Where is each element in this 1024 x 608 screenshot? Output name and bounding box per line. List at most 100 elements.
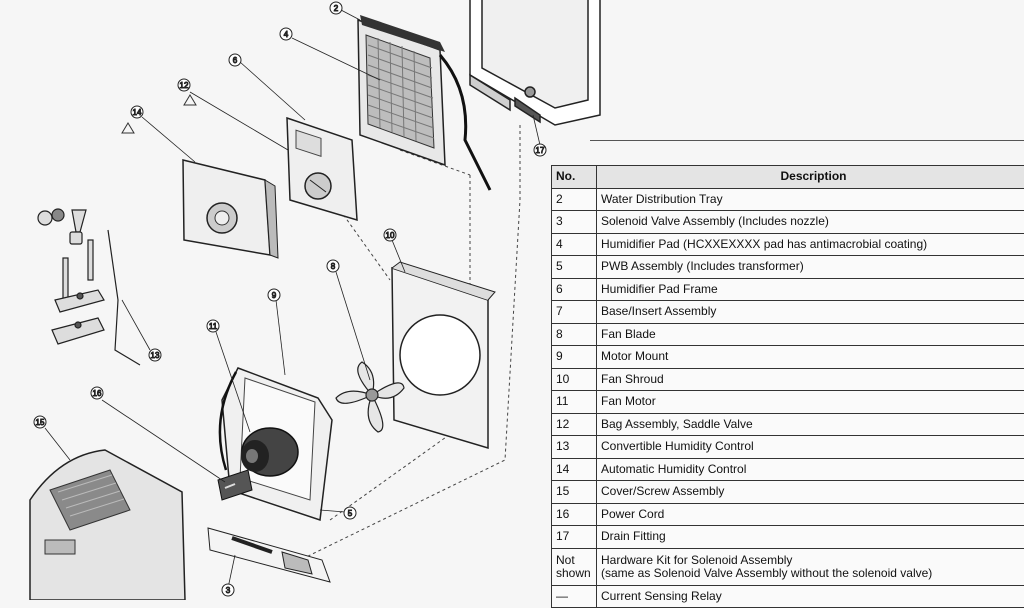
callout-2: 2 — [330, 2, 342, 14]
part-description: Motor Mount — [597, 346, 1024, 369]
shown-label: shown — [556, 566, 591, 580]
callout-14: 14 — [131, 106, 143, 118]
callout-16: 16 — [91, 387, 103, 399]
part-description: Power Cord — [597, 503, 1024, 526]
part-number: 3 — [552, 211, 597, 234]
svg-text:3: 3 — [226, 586, 231, 595]
description-column-header: Description — [597, 166, 1024, 189]
part-number: 16 — [552, 503, 597, 526]
part-description: Convertible Humidity Control — [597, 436, 1024, 459]
callout-5: 5 — [344, 507, 356, 519]
part-description: Current Sensing Relay — [597, 585, 1024, 608]
part-number: 4 — [552, 233, 597, 256]
part-description: Fan Blade — [597, 323, 1024, 346]
callout-17: 17 — [534, 144, 546, 156]
saddle-valve-bag-drawing — [38, 209, 140, 365]
part-description: Solenoid Valve Assembly (Includes nozzle… — [597, 211, 1024, 234]
part-description: Bag Assembly, Saddle Valve — [597, 413, 1024, 436]
base-insert-assembly-drawing — [470, 0, 600, 125]
part-number: 10 — [552, 368, 597, 391]
solenoid-valve-drawing — [208, 528, 330, 582]
warning-icon — [184, 95, 196, 105]
svg-text:13: 13 — [151, 351, 160, 360]
svg-text:2: 2 — [334, 4, 339, 13]
svg-text:5: 5 — [348, 509, 353, 518]
table-top-rule — [590, 140, 1024, 141]
part-number: 7 — [552, 301, 597, 324]
part-number: 9 — [552, 346, 597, 369]
callout-10: 10 — [384, 229, 396, 241]
convertible-humidity-control-drawing — [287, 118, 357, 220]
callout-3: 3 — [222, 584, 234, 596]
part-description: PWB Assembly (Includes transformer) — [597, 256, 1024, 279]
callout-11: 11 — [207, 320, 219, 332]
part-description: Cover/Screw Assembly — [597, 481, 1024, 504]
part-number: 17 — [552, 526, 597, 549]
part-description: Automatic Humidity Control — [597, 458, 1024, 481]
part-description: Fan Shroud — [597, 368, 1024, 391]
part-description: Water Distribution Tray — [597, 188, 1024, 211]
part-description: Fan Motor — [597, 391, 1024, 414]
part-number: 12 — [552, 413, 597, 436]
part-number: 6 — [552, 278, 597, 301]
hardware-kit-title: Hardware Kit for Solenoid Assembly — [601, 553, 792, 567]
callout-9: 9 — [268, 289, 280, 301]
svg-text:4: 4 — [284, 30, 289, 39]
svg-text:16: 16 — [93, 389, 102, 398]
part-number: 2 — [552, 188, 597, 211]
hardware-kit-note: (same as Solenoid Valve Assembly without… — [601, 566, 932, 580]
part-number: 15 — [552, 481, 597, 504]
not-label: Not — [556, 553, 575, 567]
part-description: Base/Insert Assembly — [597, 301, 1024, 324]
part-number: 5 — [552, 256, 597, 279]
svg-text:15: 15 — [36, 418, 45, 427]
fan-shroud-drawing — [392, 262, 495, 448]
part-number: — — [552, 585, 597, 608]
part-number: 13 — [552, 436, 597, 459]
table-row: —Current Sensing Relay — [552, 585, 1024, 608]
part-description: Drain Fitting — [597, 526, 1024, 549]
callout-8: 8 — [327, 260, 339, 272]
callout-6: 6 — [229, 54, 241, 66]
svg-text:11: 11 — [209, 322, 218, 331]
callout-12-top: 12 — [178, 79, 190, 91]
callout-4: 4 — [280, 28, 292, 40]
part-description: Hardware Kit for Solenoid Assembly(same … — [597, 548, 1024, 585]
svg-text:10: 10 — [386, 231, 395, 240]
table-header-row: No. Description — [552, 166, 1024, 189]
svg-text:6: 6 — [233, 56, 238, 65]
warning-icon — [122, 123, 134, 133]
automatic-humidity-control-drawing — [183, 160, 278, 258]
no-column-header: No. — [552, 166, 597, 189]
callout-13: 13 — [149, 349, 161, 361]
part-number: 11 — [552, 391, 597, 414]
svg-text:14: 14 — [133, 108, 142, 117]
callout-15: 15 — [34, 416, 46, 428]
part-description: Humidifier Pad (HCXXEXXXX pad has antima… — [597, 233, 1024, 256]
svg-text:9: 9 — [272, 291, 277, 300]
cover-drawing — [30, 450, 185, 600]
part-number: 14 — [552, 458, 597, 481]
part-number: 8 — [552, 323, 597, 346]
svg-text:8: 8 — [331, 262, 336, 271]
svg-text:12: 12 — [180, 81, 189, 90]
svg-text:17: 17 — [536, 146, 545, 155]
